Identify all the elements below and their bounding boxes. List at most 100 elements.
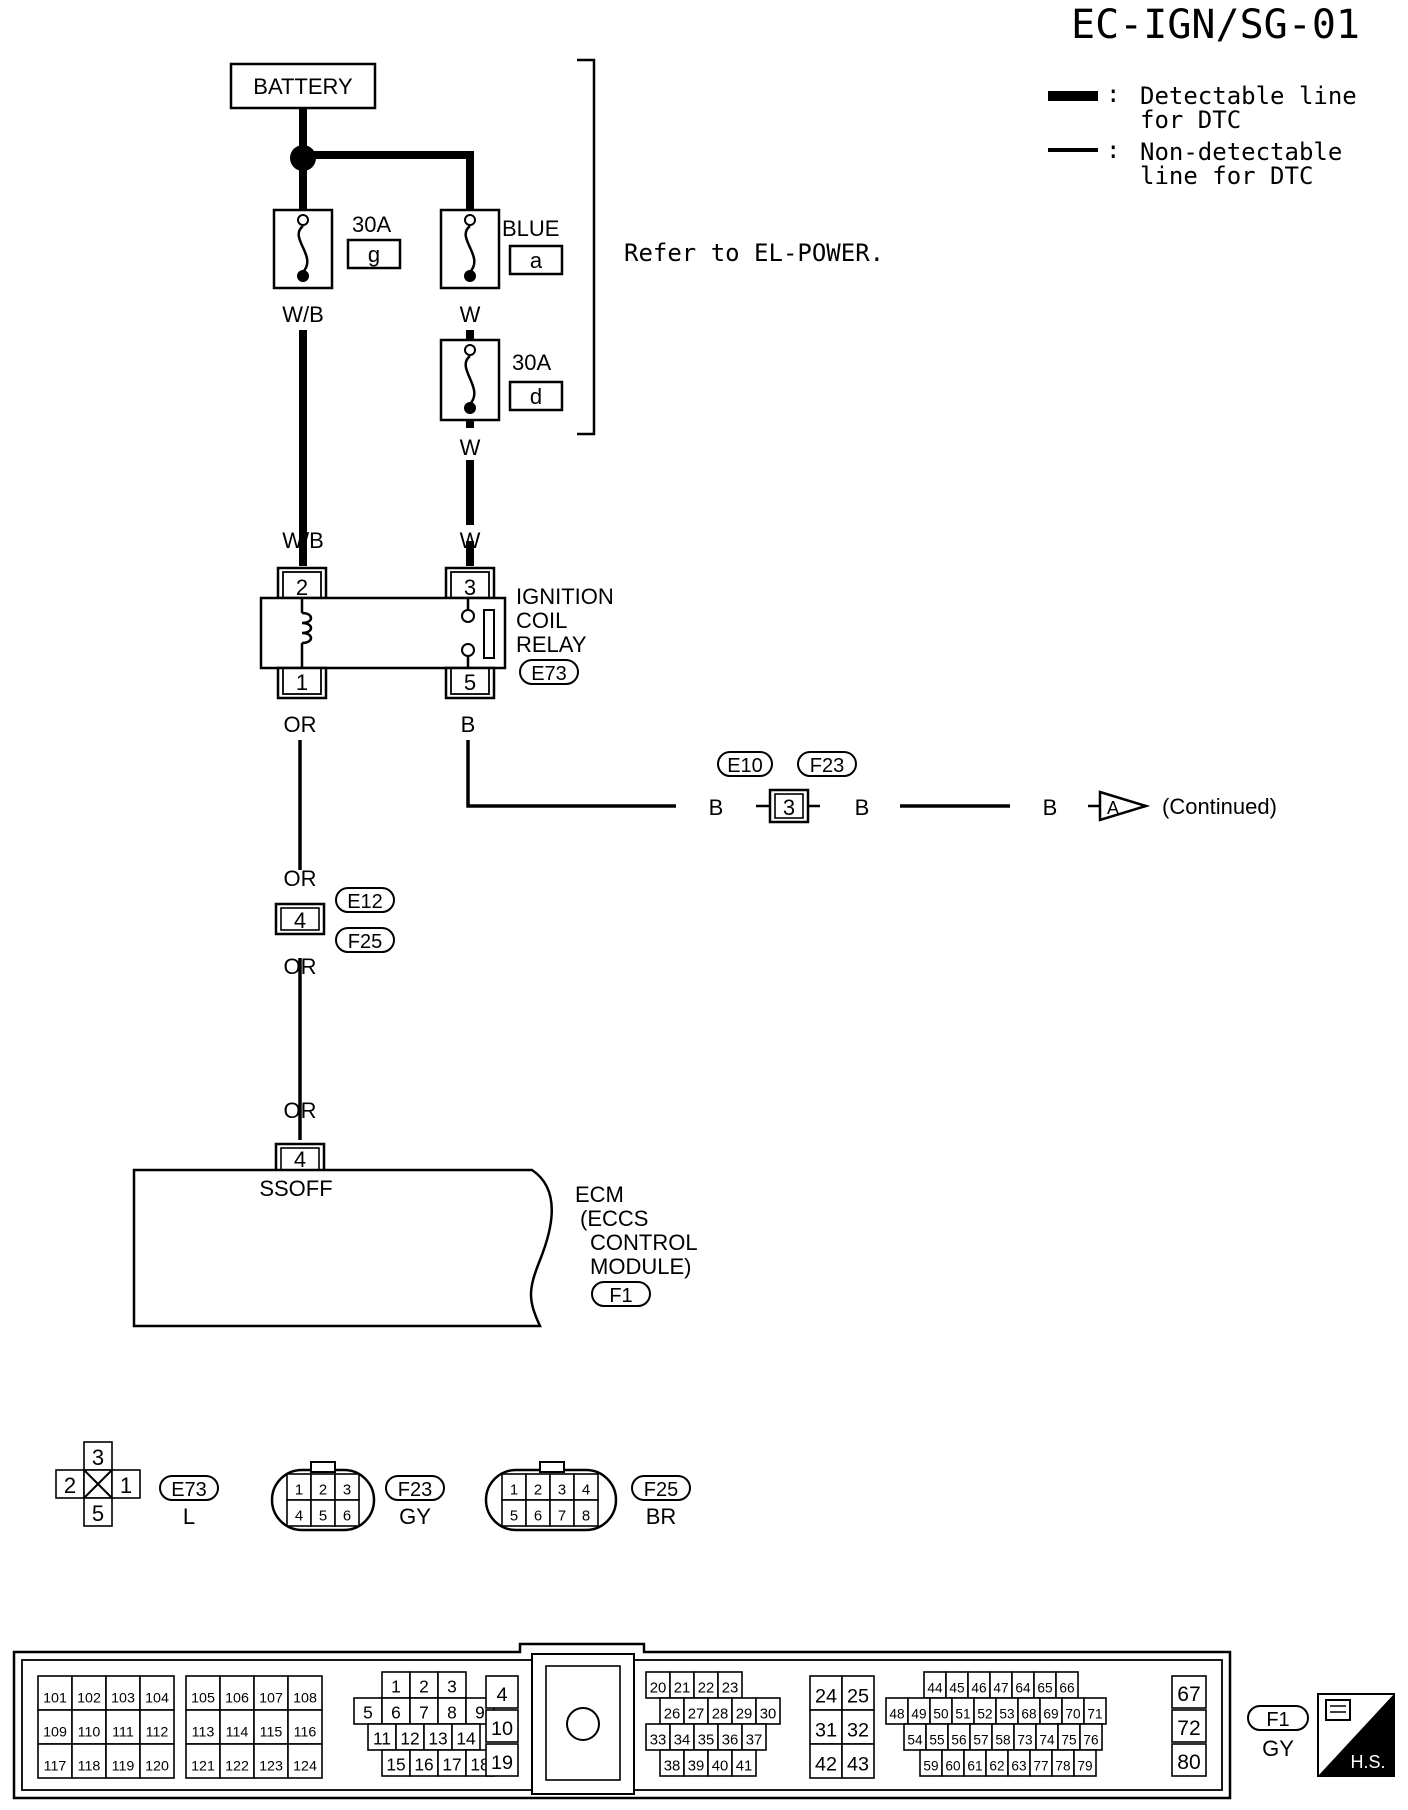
ecm-pin-112-cell [139, 1709, 175, 1745]
ecm-name-line2: (ECCS [580, 1206, 648, 1231]
ecm-connector-id: F1 [609, 1285, 632, 1307]
ecm-pin-32-label: 32 [847, 1720, 869, 1742]
wire-color-b-mid: B [855, 795, 870, 820]
f25-pin-7-label: 7 [558, 1508, 566, 1524]
f25-pin-2-label: 2 [534, 1482, 542, 1498]
ecm-pin-114-cell [219, 1709, 255, 1745]
fuse-d: 30A d [439, 338, 564, 422]
wire-color-wb-upper: W/B [282, 302, 324, 327]
f25-pin-8-cell [573, 1499, 599, 1527]
wire-color-b-relay: B [461, 712, 476, 737]
ecm-name-line1: ECM [575, 1182, 624, 1207]
battery-label: BATTERY [253, 74, 353, 99]
ecm-pin-79-label: 79 [1077, 1758, 1092, 1773]
f23-pin-6-label: 6 [343, 1508, 351, 1524]
junction-f25-id: F25 [348, 931, 382, 953]
wire-color-b-right: B [1043, 795, 1058, 820]
f25-pin-8-label: 8 [582, 1508, 590, 1524]
fuse-a: BLUE a [439, 208, 564, 290]
wire-color-or-ecm: OR [284, 1098, 317, 1123]
ecm-pin-41-label: 41 [736, 1758, 753, 1774]
ecm-pin-16-label: 16 [414, 1754, 433, 1774]
ecm-pin-103-label: 103 [111, 1691, 135, 1707]
ecm-pin-18-label: 18 [470, 1754, 489, 1774]
ecm-pin-37-label: 37 [746, 1732, 763, 1748]
ecm-pin-32-cell [841, 1709, 875, 1745]
ecm-pin-31-label: 31 [815, 1720, 837, 1742]
ecm-pin-8-label: 8 [447, 1702, 457, 1722]
f23-pin-6-cell [334, 1499, 360, 1527]
ecm-pin-123-label: 123 [259, 1759, 283, 1775]
ecm-pin-51-label: 51 [955, 1706, 970, 1721]
ecm-pin-12-cell [395, 1723, 425, 1751]
f25-view-color: BR [646, 1504, 677, 1529]
fuse-a-rating: BLUE [502, 216, 559, 241]
ecm-pin-39-label: 39 [688, 1758, 705, 1774]
hs-badge-connector-icon [1325, 1699, 1351, 1721]
ecm-pin-80-cell [1171, 1743, 1207, 1777]
refer-bracket [577, 58, 596, 436]
ecm-pin-57-label: 57 [973, 1732, 988, 1747]
f23-pin-1-label: 1 [295, 1482, 303, 1498]
ecm-pin-50-label: 50 [933, 1706, 949, 1721]
ecm-pin-17-cell [437, 1749, 467, 1777]
ecm-pin-14-label: 14 [456, 1728, 476, 1748]
ecm-name-line3: CONTROL [590, 1230, 698, 1255]
wire-color-or-below-e12: OR [284, 954, 317, 979]
ecm-pin-107-label: 107 [259, 1691, 283, 1707]
ecm-block: 4 SSOFF ECM (ECCS CONTROL MODULE) F1 [132, 1142, 698, 1328]
ecm-pin-24-cell [809, 1675, 843, 1711]
ecm-pin-111-label: 111 [112, 1725, 134, 1741]
e73-view-color: L [183, 1504, 195, 1529]
ecm-body [132, 1168, 553, 1328]
f25-pin-5-cell [501, 1499, 527, 1527]
ecm-pin-70-label: 70 [1065, 1706, 1081, 1721]
ecm-pin-105-label: 105 [191, 1691, 215, 1707]
ecm-pin-49-label: 49 [911, 1706, 926, 1721]
ignition-coil-relay: 2 3 1 5 IGNITION COIL RELAY E73 [259, 566, 614, 700]
ecm-pin-27-cell [683, 1697, 709, 1725]
ecm-pin-115-label: 115 [260, 1725, 283, 1741]
fuse-g: 30A g [272, 208, 402, 290]
f25-pin-1-label: 1 [510, 1482, 518, 1498]
relay-pin-2: 2 [296, 575, 308, 600]
ecm-pin-110-label: 110 [78, 1725, 101, 1741]
legend-detectable-sep: : [1106, 80, 1120, 108]
ecm-pin-11-label: 11 [373, 1728, 391, 1748]
ecm-pin-53-label: 53 [999, 1706, 1014, 1721]
f25-view-id: F25 [644, 1479, 678, 1501]
ecm-pin-116-label: 116 [294, 1725, 317, 1741]
ecm-pin-121-label: 121 [191, 1759, 215, 1775]
ecm-pin-101-label: 101 [43, 1691, 67, 1707]
ecm-pin-7-label: 7 [419, 1702, 429, 1722]
ecm-pin-24-label: 24 [815, 1686, 837, 1708]
f1-view-color: GY [1262, 1736, 1294, 1761]
wire-color-wb-relay: W/B [282, 528, 324, 553]
ecm-pin-31-cell [809, 1709, 843, 1745]
ecm-pin-36-cell [717, 1723, 743, 1751]
f23-pin-2-label: 2 [319, 1482, 327, 1498]
ecm-pin-121-cell [185, 1743, 221, 1779]
ecm-pin-4-cell [485, 1675, 519, 1709]
f23-pin-4-cell [286, 1499, 312, 1527]
ecm-pin-48-label: 48 [889, 1706, 904, 1721]
ecm-pin-59-label: 59 [923, 1758, 938, 1773]
junction-f23-id: F23 [810, 755, 844, 777]
ecm-pin-29-label: 29 [736, 1706, 753, 1722]
legend-detectable-line2: for DTC [1140, 106, 1241, 134]
e73-pin-1: 1 [120, 1473, 132, 1498]
ecm-pin-124-cell [287, 1743, 323, 1779]
f23-view-id: F23 [398, 1479, 432, 1501]
ecm-pin-62-label: 62 [989, 1758, 1004, 1773]
hs-badge-label: H.S. [1350, 1752, 1385, 1772]
ecm-pin-119-cell [105, 1743, 141, 1779]
ecm-pin-102-cell [71, 1675, 107, 1711]
ecm-pin-10-label: 10 [491, 1718, 513, 1740]
ecm-pin-28-label: 28 [712, 1706, 729, 1722]
ecm-pin-72-label: 72 [1177, 1717, 1200, 1740]
ecm-pin-11-cell [367, 1723, 397, 1751]
ecm-pin-58-label: 58 [995, 1732, 1010, 1747]
junction-e12-f25-pin: 4 [294, 908, 306, 933]
ecm-pin-78-label: 78 [1055, 1758, 1070, 1773]
